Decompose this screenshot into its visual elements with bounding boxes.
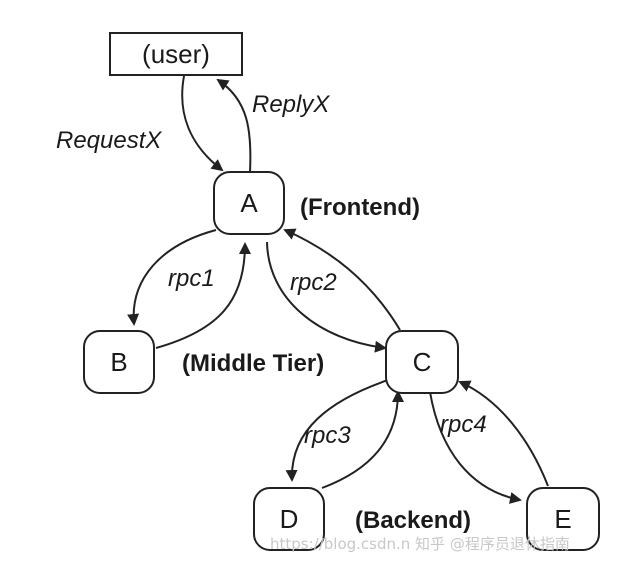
- node-e: E: [526, 487, 600, 551]
- edge-label-rpc3: rpc3: [304, 422, 351, 449]
- edge-label-rpc1: rpc1: [168, 265, 215, 292]
- tier-label-middle: (Middle Tier): [182, 350, 324, 377]
- edge-rpc1-a-to-b: [127, 229, 217, 326]
- edge-label-rpc4: rpc4: [440, 411, 487, 438]
- node-d-label: D: [280, 504, 299, 534]
- node-a: A: [213, 171, 285, 235]
- node-a-label: A: [240, 188, 258, 218]
- tier-label-backend: (Backend): [355, 507, 471, 534]
- tier-label-frontend: (Frontend): [300, 194, 420, 221]
- node-e-label: E: [554, 504, 571, 534]
- edge-rpc2-a-to-c: [266, 241, 387, 353]
- node-c-label: C: [413, 347, 432, 377]
- edge-reply-a-to-user: [216, 78, 252, 173]
- edge-rpc4-e-to-c: [458, 380, 549, 487]
- node-user-label: (user): [142, 39, 210, 69]
- node-d: D: [253, 487, 325, 551]
- watermark: https://blog.csdn.n 知乎 @程序员退休指南: [270, 535, 570, 553]
- edge-request-user-to-a: [181, 75, 224, 172]
- edge-rpc1-b-to-a: [155, 242, 251, 349]
- edge-rpc3-d-to-c: [321, 390, 404, 489]
- edge-rpc2-c-to-a: [283, 228, 401, 331]
- edge-rpc4-c-to-e: [429, 391, 522, 504]
- edge-label-request: RequestX: [56, 127, 162, 154]
- edge-label-reply: ReplyX: [252, 91, 330, 118]
- node-user: (user): [109, 32, 243, 76]
- node-b-label: B: [110, 347, 127, 377]
- node-b: B: [83, 330, 155, 394]
- node-c: C: [385, 330, 459, 394]
- edge-rpc3-c-to-d: [285, 379, 389, 482]
- edge-label-rpc2: rpc2: [290, 269, 337, 296]
